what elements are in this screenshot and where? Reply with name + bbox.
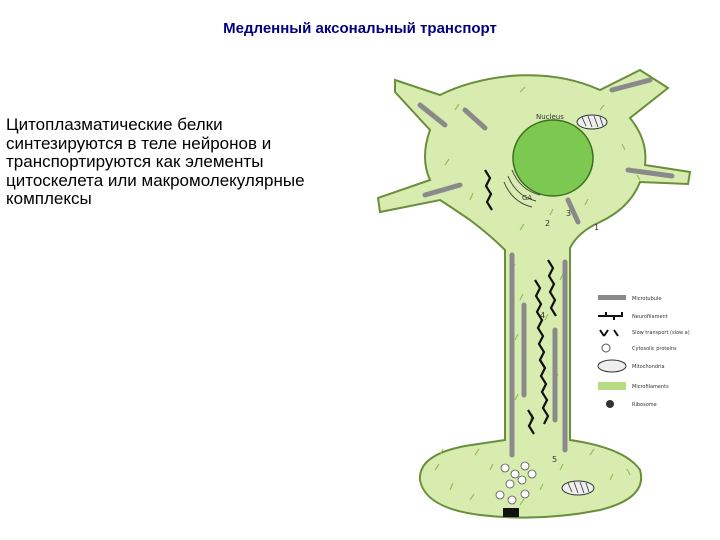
marker-2: 2 bbox=[545, 219, 550, 228]
legend-slow-transport-swatch bbox=[600, 330, 618, 336]
legend bbox=[598, 295, 626, 408]
legend-label-microtubule: Microtubule bbox=[632, 296, 661, 302]
terminal-block bbox=[503, 508, 519, 517]
legend-label-cytosolic: Cytosolic proteins bbox=[632, 346, 677, 352]
legend-label-mitochondria: Mitochondria bbox=[632, 364, 665, 370]
legend-ribosome-swatch bbox=[606, 400, 614, 408]
golgi-label: GA bbox=[522, 194, 532, 202]
legend-neurofilament-swatch bbox=[598, 312, 622, 320]
legend-microfilament-swatch bbox=[598, 382, 626, 390]
nucleus-label: Nucleus bbox=[536, 113, 564, 121]
legend-label-ribosome: Ribosome bbox=[632, 402, 657, 408]
marker-3: 3 bbox=[566, 209, 571, 218]
marker-1: 1 bbox=[594, 223, 599, 232]
marker-5: 5 bbox=[552, 455, 557, 464]
legend-label-neurofilament: Neurofilament bbox=[632, 314, 668, 320]
marker-4: 4 bbox=[540, 311, 545, 320]
legend-mitochondria-swatch bbox=[598, 360, 626, 372]
nucleus bbox=[513, 120, 593, 196]
legend-label-microfilaments: Microfilaments bbox=[632, 384, 669, 390]
legend-microtubule-swatch bbox=[598, 295, 626, 300]
legend-cytosolic-swatch bbox=[602, 344, 610, 352]
legend-label-slow-transport: Slow transport (slow a) bbox=[632, 330, 690, 336]
